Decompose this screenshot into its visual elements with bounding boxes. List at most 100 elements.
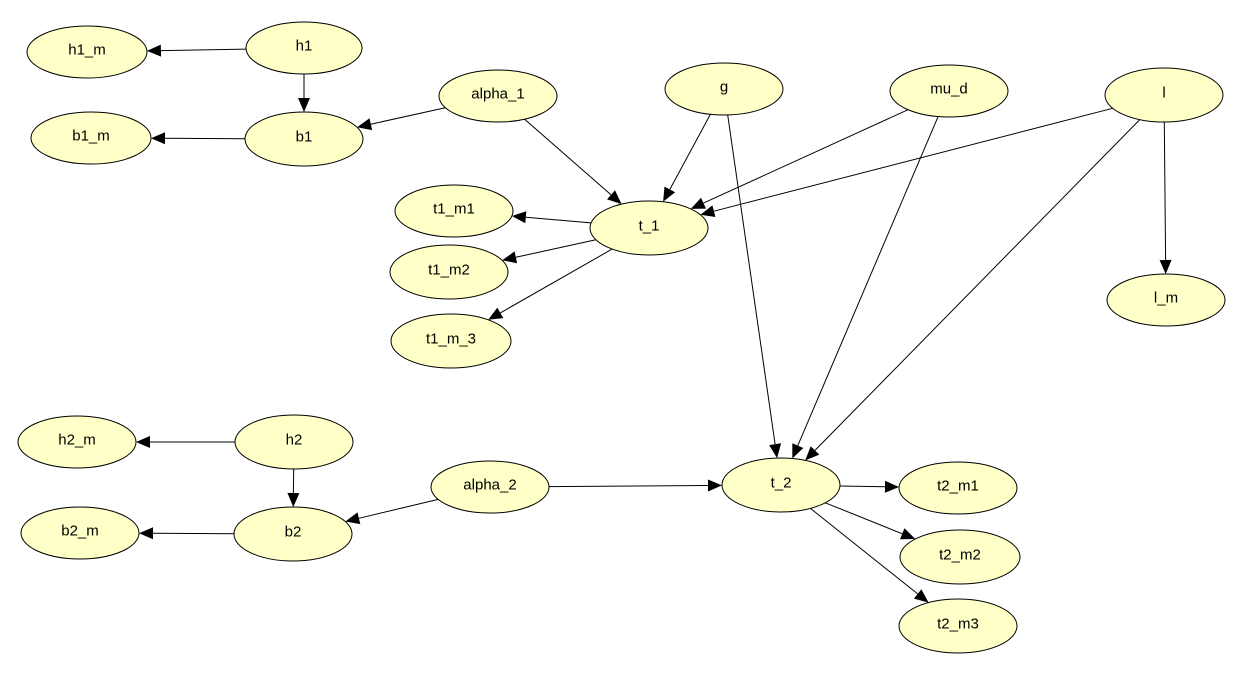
node-ellipse [20, 506, 140, 560]
node-b1[interactable]: b1 [244, 111, 364, 167]
edge-h1-to-h1_m [146, 44, 247, 57]
edge-t_2-to-t2_m1 [839, 480, 899, 493]
node-ellipse [889, 64, 1009, 118]
node-alpha_2[interactable]: alpha_2 [430, 460, 550, 514]
edge-line [525, 216, 592, 224]
node-label: mu_d [930, 81, 968, 98]
arrowhead-icon [690, 197, 706, 209]
node-t_2[interactable]: t_2 [721, 457, 841, 513]
node-ellipse [664, 62, 784, 116]
node-label: alpha_1 [471, 86, 524, 103]
edges-layer [136, 44, 1172, 603]
edge-l-to-t_2 [805, 119, 1141, 461]
node-label: h1 [296, 38, 313, 55]
node-label: b2_m [61, 523, 99, 540]
node-h1[interactable]: h1 [245, 21, 363, 75]
edge-line [160, 48, 247, 52]
node-h2[interactable]: h2 [234, 414, 354, 470]
edge-line [814, 119, 1141, 451]
node-label: t2_m3 [937, 616, 979, 633]
node-ellipse [389, 244, 509, 300]
node-g[interactable]: g [664, 62, 784, 116]
node-alpha_1[interactable]: alpha_1 [438, 69, 558, 123]
edge-g-to-t_1 [663, 114, 711, 202]
edge-line [1163, 121, 1167, 261]
arrowhead-icon [287, 492, 300, 507]
edge-mu_d-to-t_2 [792, 116, 939, 459]
arrowhead-icon [900, 528, 916, 540]
edge-line [548, 485, 709, 488]
arrowhead-icon [1159, 259, 1172, 274]
node-mu_d[interactable]: mu_d [889, 64, 1009, 118]
node-label: t2_m1 [937, 478, 979, 495]
node-l_m[interactable]: l_m [1106, 273, 1226, 327]
node-label: b1 [296, 129, 313, 146]
edge-mu_d-to-t_1 [690, 109, 909, 209]
arrowhead-icon [136, 436, 150, 448]
arrowhead-icon [884, 480, 899, 493]
node-label: t2_m2 [939, 547, 981, 564]
arrowhead-icon [792, 443, 804, 459]
node-ellipse [233, 506, 353, 562]
edge-line [370, 107, 446, 125]
arrowhead-icon [607, 190, 622, 205]
arrowhead-icon [298, 98, 310, 112]
node-l[interactable]: l [1104, 67, 1224, 123]
node-ellipse [898, 461, 1018, 515]
node-h2_m[interactable]: h2_m [17, 415, 137, 469]
edge-line [703, 109, 909, 204]
edge-t_1-to-t1_m1 [511, 211, 592, 224]
node-ellipse [1104, 67, 1224, 123]
node-t2_m3[interactable]: t2_m3 [898, 598, 1018, 654]
node-label: t1_m2 [428, 262, 470, 279]
edge-t_1-to-t1_m2 [502, 239, 596, 264]
arrowhead-icon [151, 132, 165, 145]
arrowhead-icon [146, 44, 162, 57]
node-label: g [720, 79, 728, 96]
node-label: t1_m_3 [426, 331, 476, 348]
node-label: l_m [1154, 290, 1178, 307]
arrowhead-icon [708, 479, 722, 492]
node-ellipse [1106, 273, 1226, 327]
node-b2_m[interactable]: b2_m [20, 506, 140, 560]
edge-line [727, 114, 776, 445]
node-ellipse [899, 529, 1021, 585]
edge-line [669, 114, 711, 190]
arrowhead-icon [769, 443, 782, 459]
node-t2_m2[interactable]: t2_m2 [899, 529, 1021, 585]
node-t1_m_3[interactable]: t1_m_3 [390, 313, 512, 369]
edge-line [839, 485, 886, 488]
edge-l-to-l_m [1159, 121, 1172, 274]
edge-line [358, 498, 439, 519]
edge-t_2-to-t2_m3 [810, 508, 929, 603]
node-ellipse [898, 598, 1018, 654]
node-h1_m[interactable]: h1_m [26, 25, 148, 79]
edge-l-to-t_1 [700, 107, 1113, 217]
edge-t_1-to-t1_m_3 [488, 248, 613, 320]
node-t1_m1[interactable]: t1_m1 [394, 184, 514, 238]
node-label: b2 [285, 524, 302, 541]
node-label: l [1162, 85, 1165, 102]
edge-b1-to-b1_m [151, 132, 246, 145]
arrowhead-icon [345, 512, 361, 525]
edge-h2-to-b2 [287, 468, 300, 507]
edge-alpha_2-to-t_2 [548, 479, 722, 492]
node-label: h2_m [58, 432, 96, 449]
node-t_1[interactable]: t_1 [589, 200, 709, 256]
node-b2[interactable]: b2 [233, 506, 353, 562]
edge-t_2-to-t2_m2 [825, 502, 916, 540]
node-b1_m[interactable]: b1_m [30, 111, 152, 165]
node-ellipse [589, 200, 709, 256]
node-label: t_2 [771, 475, 792, 492]
node-ellipse [245, 21, 363, 75]
edge-line [500, 248, 613, 314]
arrowhead-icon [488, 307, 504, 320]
edge-line [713, 107, 1113, 212]
arrowhead-icon [913, 589, 929, 603]
node-t2_m1[interactable]: t2_m1 [898, 461, 1018, 515]
node-t1_m2[interactable]: t1_m2 [389, 244, 509, 300]
node-label: t1_m1 [433, 201, 475, 218]
node-ellipse [394, 184, 514, 238]
node-ellipse [30, 111, 152, 165]
